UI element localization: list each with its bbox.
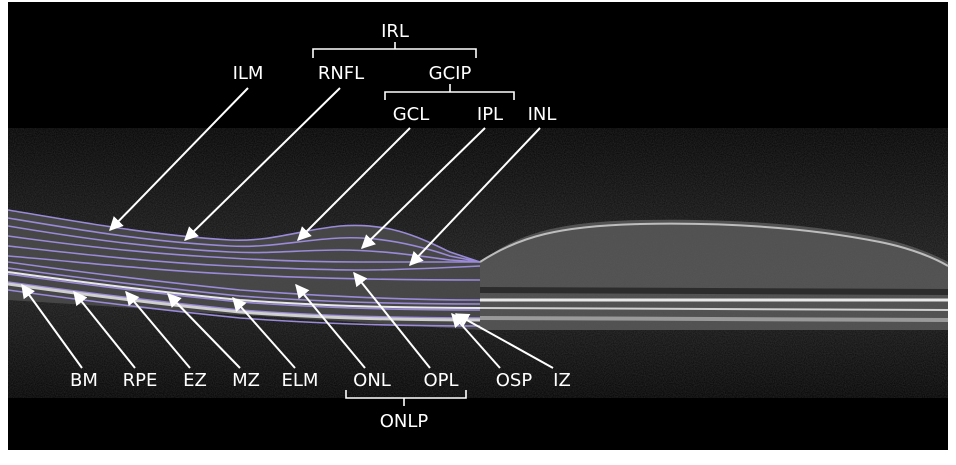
label-mz: MZ [232,370,260,391]
label-onl: ONL [353,370,391,391]
label-ilm: ILM [233,63,264,84]
label-bm: BM [70,370,98,391]
retina-bm-band-right [480,318,948,320]
label-opl: OPL [423,370,458,391]
label-osp: OSP [496,370,533,391]
label-elm: ELM [282,370,319,391]
label-inl: INL [528,104,557,125]
label-rpe: RPE [123,370,158,391]
label-gcl: GCL [393,104,430,125]
retina-dark-band-right [480,290,948,292]
label-onlp: ONLP [380,411,429,432]
label-irl: IRL [381,21,409,42]
label-iz: IZ [553,370,571,391]
label-rnfl: RNFL [318,63,364,84]
label-gcip: GCIP [429,63,472,84]
label-ipl: IPL [477,104,503,125]
label-ez: EZ [183,370,207,391]
